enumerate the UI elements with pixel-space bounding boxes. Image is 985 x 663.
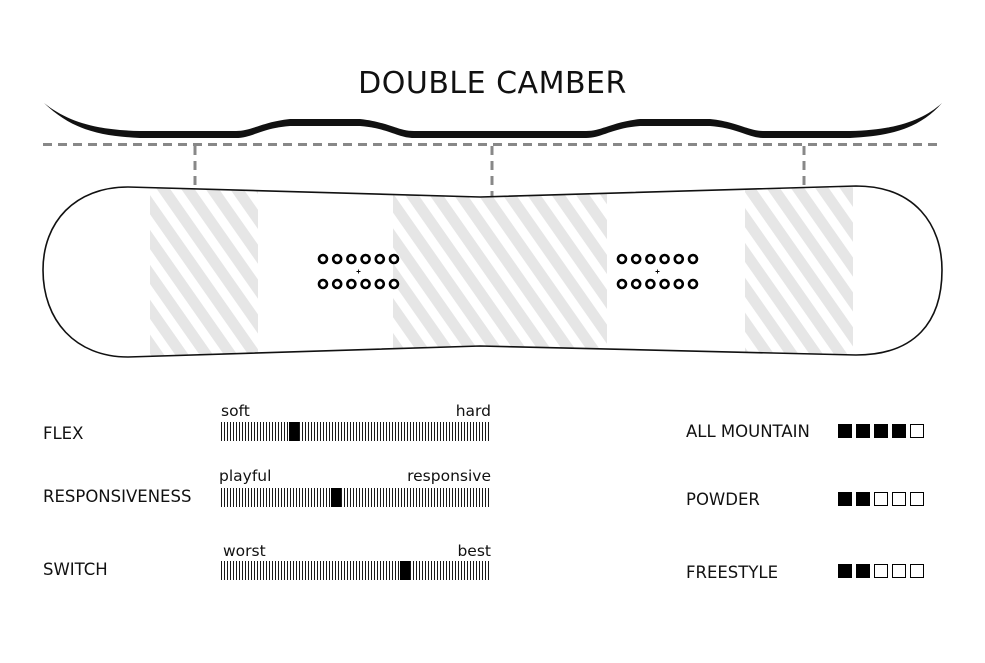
insert-hole-icon: [374, 278, 386, 290]
rating-label-flex: FLEX: [43, 424, 84, 443]
board-hatch-zones: [150, 186, 853, 357]
plus-mark-icon: [356, 269, 361, 274]
insert-hole-icon: [374, 253, 386, 265]
all-mountain-score: [838, 424, 924, 438]
hatch-zone-tail: [150, 186, 258, 357]
insert-hole-icon: [659, 278, 670, 290]
insert-hole-icon: [630, 278, 642, 290]
insert-hole-icon: [317, 253, 329, 265]
score-square-filled: [856, 492, 870, 506]
score-square-filled: [874, 424, 888, 438]
score-square-filled: [856, 424, 870, 438]
insert-pattern-rear: [317, 253, 400, 290]
insert-hole-icon: [687, 278, 699, 290]
hatch-zone-nose: [745, 186, 853, 357]
score-square-empty: [910, 564, 924, 578]
insert-hole-icon: [331, 278, 343, 290]
profile-title: DOUBLE CAMBER: [358, 66, 627, 101]
score-square-empty: [910, 424, 924, 438]
switch-slider: [221, 561, 491, 580]
insert-hole-icon: [360, 278, 371, 290]
insert-hole-icon: [346, 278, 357, 290]
insert-hole-icon: [388, 278, 400, 290]
score-square-filled: [856, 564, 870, 578]
insert-hole-icon: [645, 253, 656, 265]
board-outline: [42, 185, 943, 358]
switch-slider-thumb: [399, 561, 410, 580]
score-square-empty: [874, 492, 888, 506]
insert-hole-icon: [317, 278, 329, 290]
score-square-empty: [892, 564, 906, 578]
insert-hole-icon: [331, 253, 343, 265]
terrain-label-powder: POWDER: [686, 490, 760, 509]
insert-hole-icon: [673, 278, 685, 290]
score-square-empty: [892, 492, 906, 506]
score-square-filled: [838, 492, 852, 506]
flex-slider-thumb: [288, 422, 299, 441]
insert-hole-icon: [616, 253, 628, 265]
responsiveness-slider-thumb: [330, 488, 341, 507]
insert-hole-icon: [645, 278, 656, 290]
score-square-filled: [838, 564, 852, 578]
score-square-filled: [838, 424, 852, 438]
insert-hole-icon: [616, 278, 628, 290]
insert-hole-icon: [388, 253, 400, 265]
responsiveness-low-label: playful: [219, 467, 272, 485]
hatch-zone-center: [393, 186, 607, 357]
switch-low-label: worst: [223, 542, 266, 560]
plus-mark-icon: [655, 269, 660, 274]
insert-hole-icon: [360, 253, 371, 265]
score-square-empty: [874, 564, 888, 578]
switch-high-label: best: [457, 542, 491, 560]
insert-pattern-front: [616, 253, 699, 290]
insert-hole-icon: [659, 253, 670, 265]
rating-label-responsiveness: RESPONSIVENESS: [43, 487, 192, 506]
flex-high-label: hard: [455, 402, 491, 420]
responsiveness-slider: [221, 488, 491, 507]
score-square-empty: [910, 492, 924, 506]
responsiveness-high-label: responsive: [407, 467, 491, 485]
flex-slider: [221, 422, 491, 441]
freestyle-score: [838, 564, 924, 578]
score-square-filled: [892, 424, 906, 438]
rating-label-switch: SWITCH: [43, 560, 108, 579]
terrain-label-freestyle: FREESTYLE: [686, 563, 779, 582]
terrain-label-all-mountain: ALL MOUNTAIN: [686, 422, 810, 441]
insert-hole-icon: [673, 253, 685, 265]
flex-low-label: soft: [221, 402, 250, 420]
camber-profile: [44, 103, 942, 138]
insert-hole-icon: [346, 253, 357, 265]
insert-hole-icon: [687, 253, 699, 265]
insert-hole-icon: [630, 253, 642, 265]
powder-score: [838, 492, 924, 506]
